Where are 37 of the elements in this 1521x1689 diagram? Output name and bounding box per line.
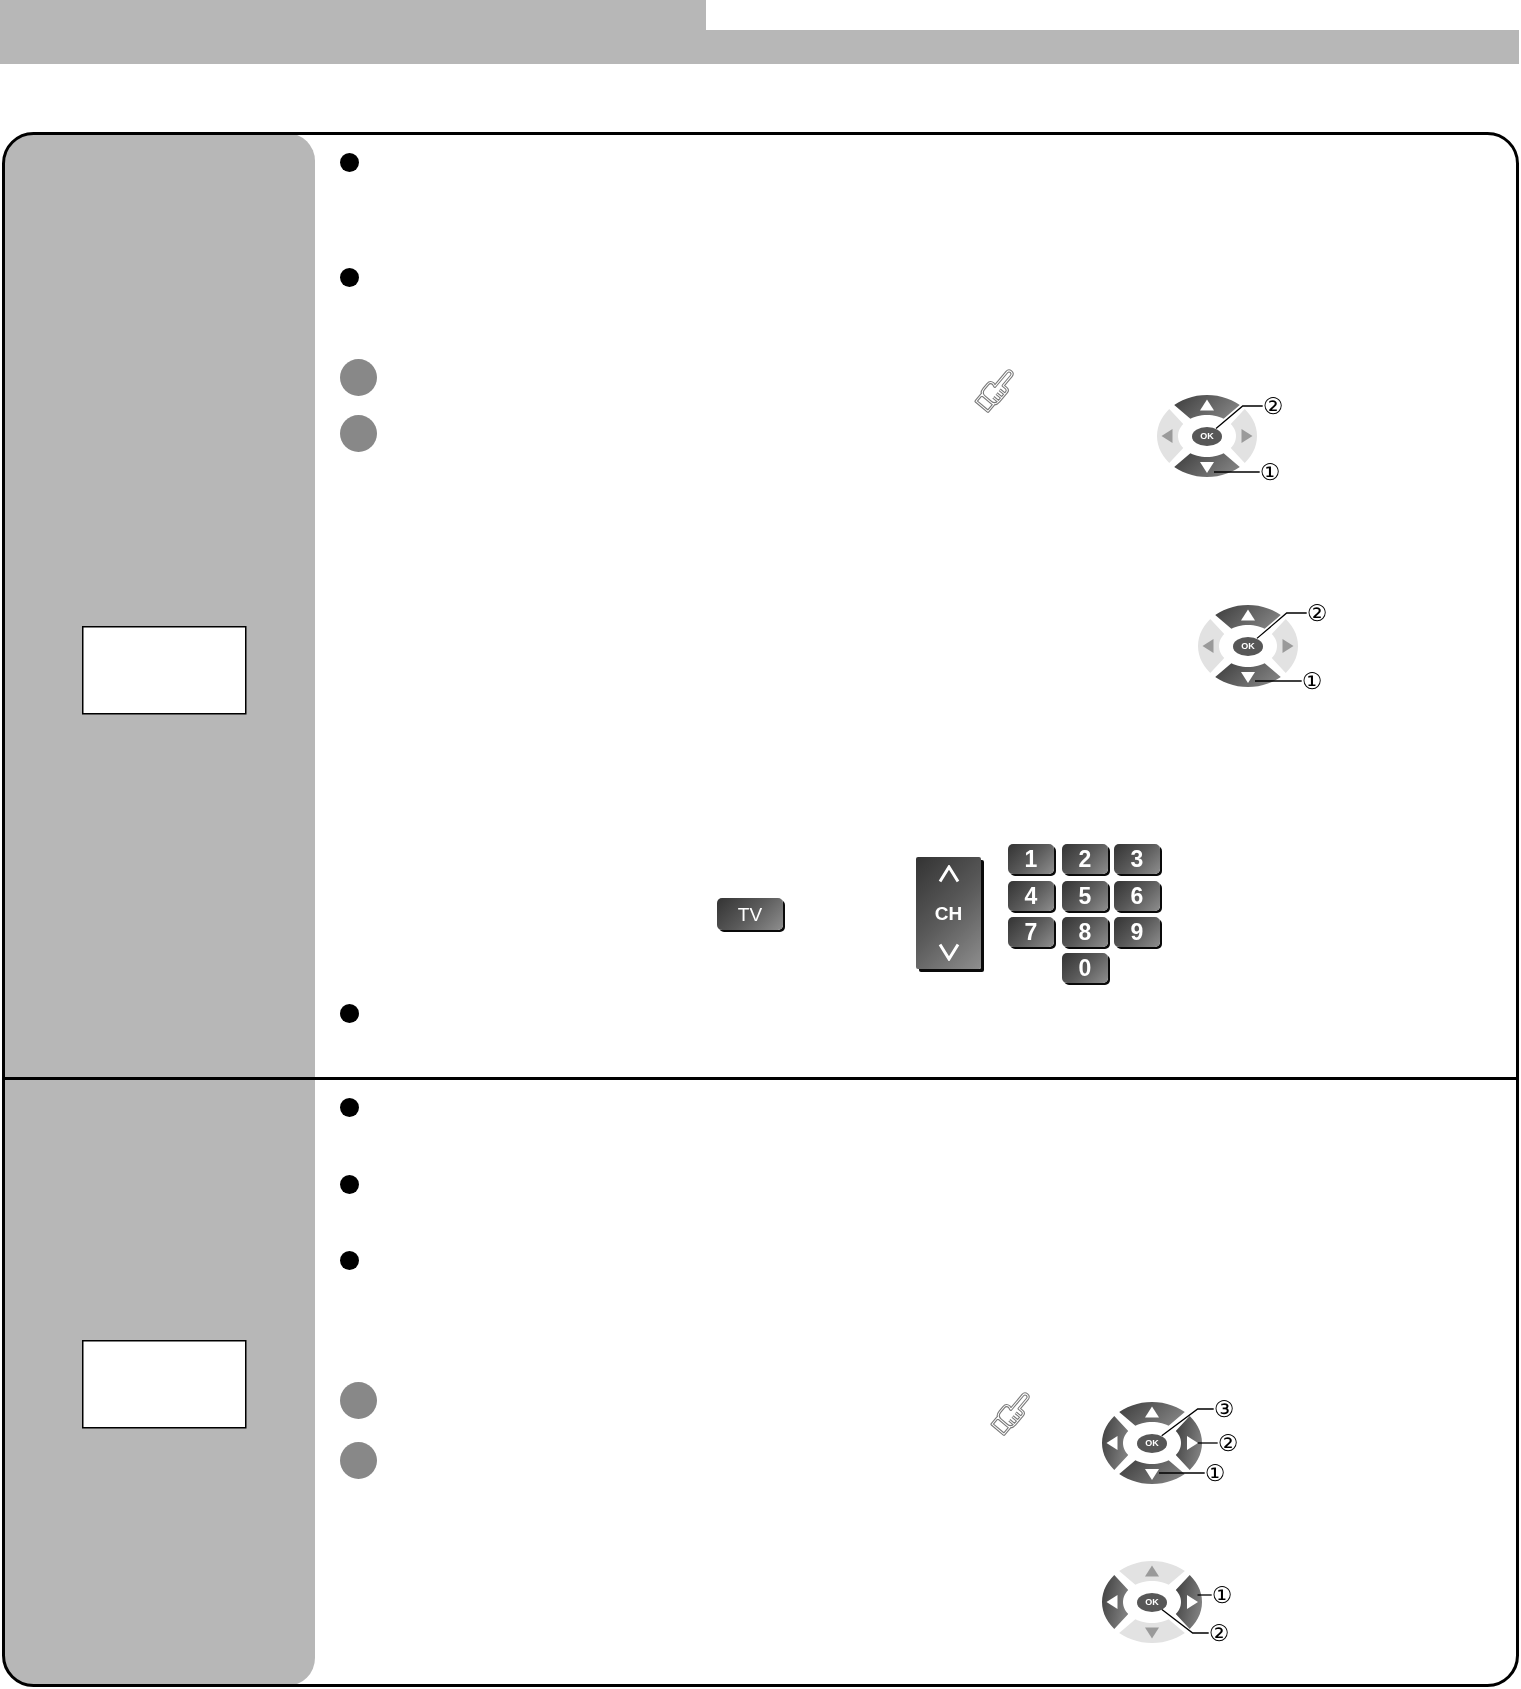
number-key: 9 (1114, 917, 1160, 947)
callout-number: ③ (1213, 1397, 1235, 1421)
ok-button: OK (1233, 636, 1263, 656)
channel-label: CH (934, 903, 963, 923)
leader-line (1256, 612, 1308, 639)
number-key: 7 (1008, 917, 1054, 947)
callout-number: ② (1306, 601, 1328, 625)
callout-number: ① (1211, 1583, 1233, 1607)
ok-button: OK (1137, 1433, 1167, 1453)
callout-number: ② (1262, 394, 1284, 418)
number-key: 6 (1114, 881, 1160, 911)
leader-line (1196, 1442, 1219, 1444)
number-key: 8 (1062, 917, 1108, 947)
down-triangle-icon (1200, 461, 1214, 473)
number-key: 5 (1062, 881, 1108, 911)
down-triangle-icon (1145, 1468, 1159, 1480)
callout-number: ② (1208, 1621, 1230, 1645)
ok-button: OK (1137, 1592, 1167, 1612)
right-triangle-icon (1186, 1595, 1198, 1609)
callout-number: ① (1301, 669, 1323, 693)
number-key: 1 (1008, 844, 1054, 874)
callout-number: ① (1204, 1461, 1226, 1485)
right-triangle-icon (1186, 1436, 1198, 1450)
leader-line (1215, 405, 1264, 430)
leader-line (1160, 1608, 1210, 1634)
number-key: 2 (1062, 844, 1108, 874)
ok-button: OK (1192, 426, 1222, 446)
number-key: 4 (1008, 881, 1054, 911)
callout-number: ① (1259, 460, 1281, 484)
leader-line (1161, 1408, 1215, 1437)
tv-button: TV (717, 898, 783, 930)
number-key: 3 (1114, 844, 1160, 874)
number-key: 0 (1062, 953, 1108, 983)
channel-rocker (916, 857, 981, 969)
callout-number: ② (1217, 1431, 1239, 1455)
leader-line (1196, 1594, 1213, 1596)
down-triangle-icon (1241, 671, 1255, 683)
